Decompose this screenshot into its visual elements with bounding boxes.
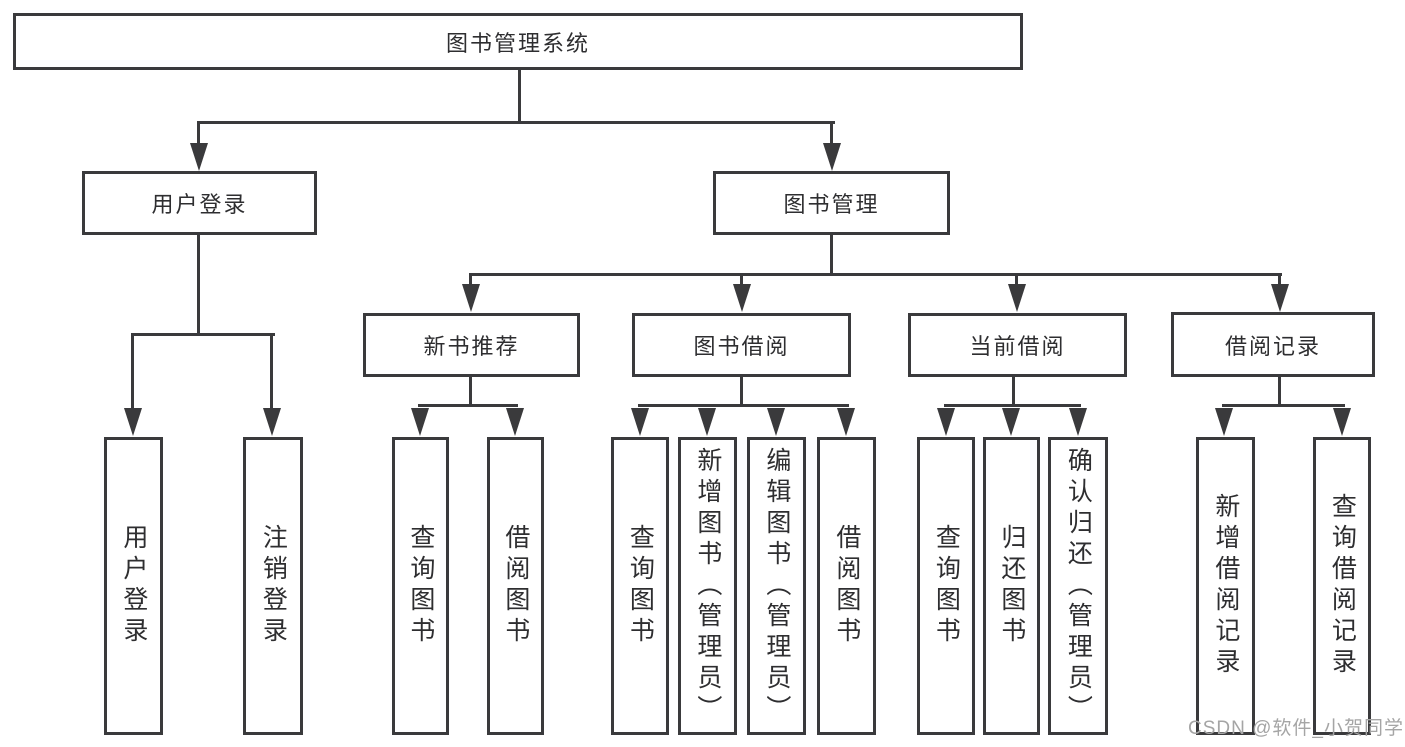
connector-stem [830, 234, 833, 275]
connector-stem [197, 234, 200, 335]
leaf-bookborrow-borrow: 借阅图书 [817, 437, 876, 735]
connector-drop [469, 275, 472, 289]
leaf-bookborrow-edit-label: 编辑图书（管理员） [762, 446, 791, 726]
arrow-down-icon [1002, 408, 1020, 436]
leaf-currentborrow-confirm: 确认归还（管理员） [1048, 437, 1108, 735]
arrow-down-icon [767, 408, 785, 436]
connector-rail [1222, 404, 1345, 407]
leaf-record-query: 查询借阅记录 [1313, 437, 1371, 735]
arrow-down-icon [1333, 408, 1351, 436]
arrow-down-icon [937, 408, 955, 436]
leaf-newbook-borrow: 借阅图书 [487, 437, 544, 735]
node-book-borrow-label: 图书借阅 [693, 334, 790, 359]
connector-stem [518, 69, 521, 124]
connector-rail [469, 273, 1282, 276]
connector-rail [418, 404, 518, 407]
node-user-login: 用户登录 [82, 171, 317, 235]
connector-stem [740, 377, 743, 406]
connector-rail [944, 404, 1081, 407]
leaf-bookborrow-query-label: 查询图书 [626, 524, 655, 648]
watermark: CSDN @软件_小贺同学 [1188, 718, 1404, 739]
connector-drop [131, 335, 134, 413]
leaf-record-add: 新增借阅记录 [1196, 437, 1255, 735]
leaf-currentborrow-confirm-label: 确认归还（管理员） [1064, 446, 1093, 726]
arrow-down-icon [1271, 284, 1289, 312]
arrow-down-icon [506, 408, 524, 436]
arrow-down-icon [1008, 284, 1026, 312]
leaf-user-login-label: 用户登录 [119, 524, 148, 648]
arrow-down-icon [263, 408, 281, 436]
connector-drop [740, 275, 743, 289]
leaf-user-login: 用户登录 [104, 437, 163, 735]
connector-stem [469, 377, 472, 406]
connector-drop [830, 123, 833, 149]
node-root: 图书管理系统 [13, 13, 1023, 70]
leaf-newbook-query-label: 查询图书 [406, 524, 435, 648]
connector-rail [197, 121, 835, 124]
node-root-label: 图书管理系统 [445, 30, 590, 56]
leaf-currentborrow-query: 查询图书 [917, 437, 975, 735]
connector-rail [131, 333, 275, 336]
leaf-bookborrow-edit: 编辑图书（管理员） [747, 437, 806, 735]
node-book-borrow: 图书借阅 [632, 313, 851, 377]
leaf-logout: 注销登录 [243, 437, 303, 735]
leaf-newbook-borrow-label: 借阅图书 [501, 524, 530, 648]
arrow-down-icon [462, 284, 480, 312]
node-new-book-rec: 新书推荐 [363, 313, 580, 377]
leaf-logout-label: 注销登录 [259, 524, 288, 648]
node-user-login-label: 用户登录 [151, 192, 248, 217]
node-current-borrow: 当前借阅 [908, 313, 1127, 377]
node-new-book-rec-label: 新书推荐 [423, 334, 520, 359]
arrow-down-icon [124, 408, 142, 436]
arrow-down-icon [411, 408, 429, 436]
leaf-currentborrow-return-label: 归还图书 [997, 524, 1026, 648]
connector-drop [270, 335, 273, 413]
leaf-currentborrow-query-label: 查询图书 [932, 524, 961, 648]
connector-stem [1278, 377, 1281, 406]
node-borrow-record: 借阅记录 [1171, 312, 1375, 377]
connector-drop [1015, 275, 1018, 289]
leaf-bookborrow-add-label: 新增图书（管理员） [693, 446, 722, 726]
arrow-down-icon [631, 408, 649, 436]
leaf-bookborrow-borrow-label: 借阅图书 [832, 524, 861, 648]
connector-drop [197, 123, 200, 149]
connector-rail [638, 404, 849, 407]
leaf-record-add-label: 新增借阅记录 [1211, 493, 1240, 679]
node-book-mgmt: 图书管理 [713, 171, 950, 235]
node-book-mgmt-label: 图书管理 [783, 192, 880, 217]
connector-stem [1012, 377, 1015, 406]
arrow-down-icon [1215, 408, 1233, 436]
arrow-down-icon [698, 408, 716, 436]
arrow-down-icon [1069, 408, 1087, 436]
leaf-newbook-query: 查询图书 [392, 437, 449, 735]
leaf-currentborrow-return: 归还图书 [983, 437, 1040, 735]
node-borrow-record-label: 借阅记录 [1224, 333, 1321, 359]
arrow-down-icon [733, 284, 751, 312]
leaf-bookborrow-add: 新增图书（管理员） [678, 437, 737, 735]
connector-drop [1278, 275, 1281, 289]
arrow-down-icon [837, 408, 855, 436]
arrow-down-icon [190, 143, 208, 171]
arrow-down-icon [823, 143, 841, 171]
leaf-record-query-label: 查询借阅记录 [1328, 493, 1357, 679]
node-current-borrow-label: 当前借阅 [969, 334, 1066, 359]
leaf-bookborrow-query: 查询图书 [611, 437, 669, 735]
